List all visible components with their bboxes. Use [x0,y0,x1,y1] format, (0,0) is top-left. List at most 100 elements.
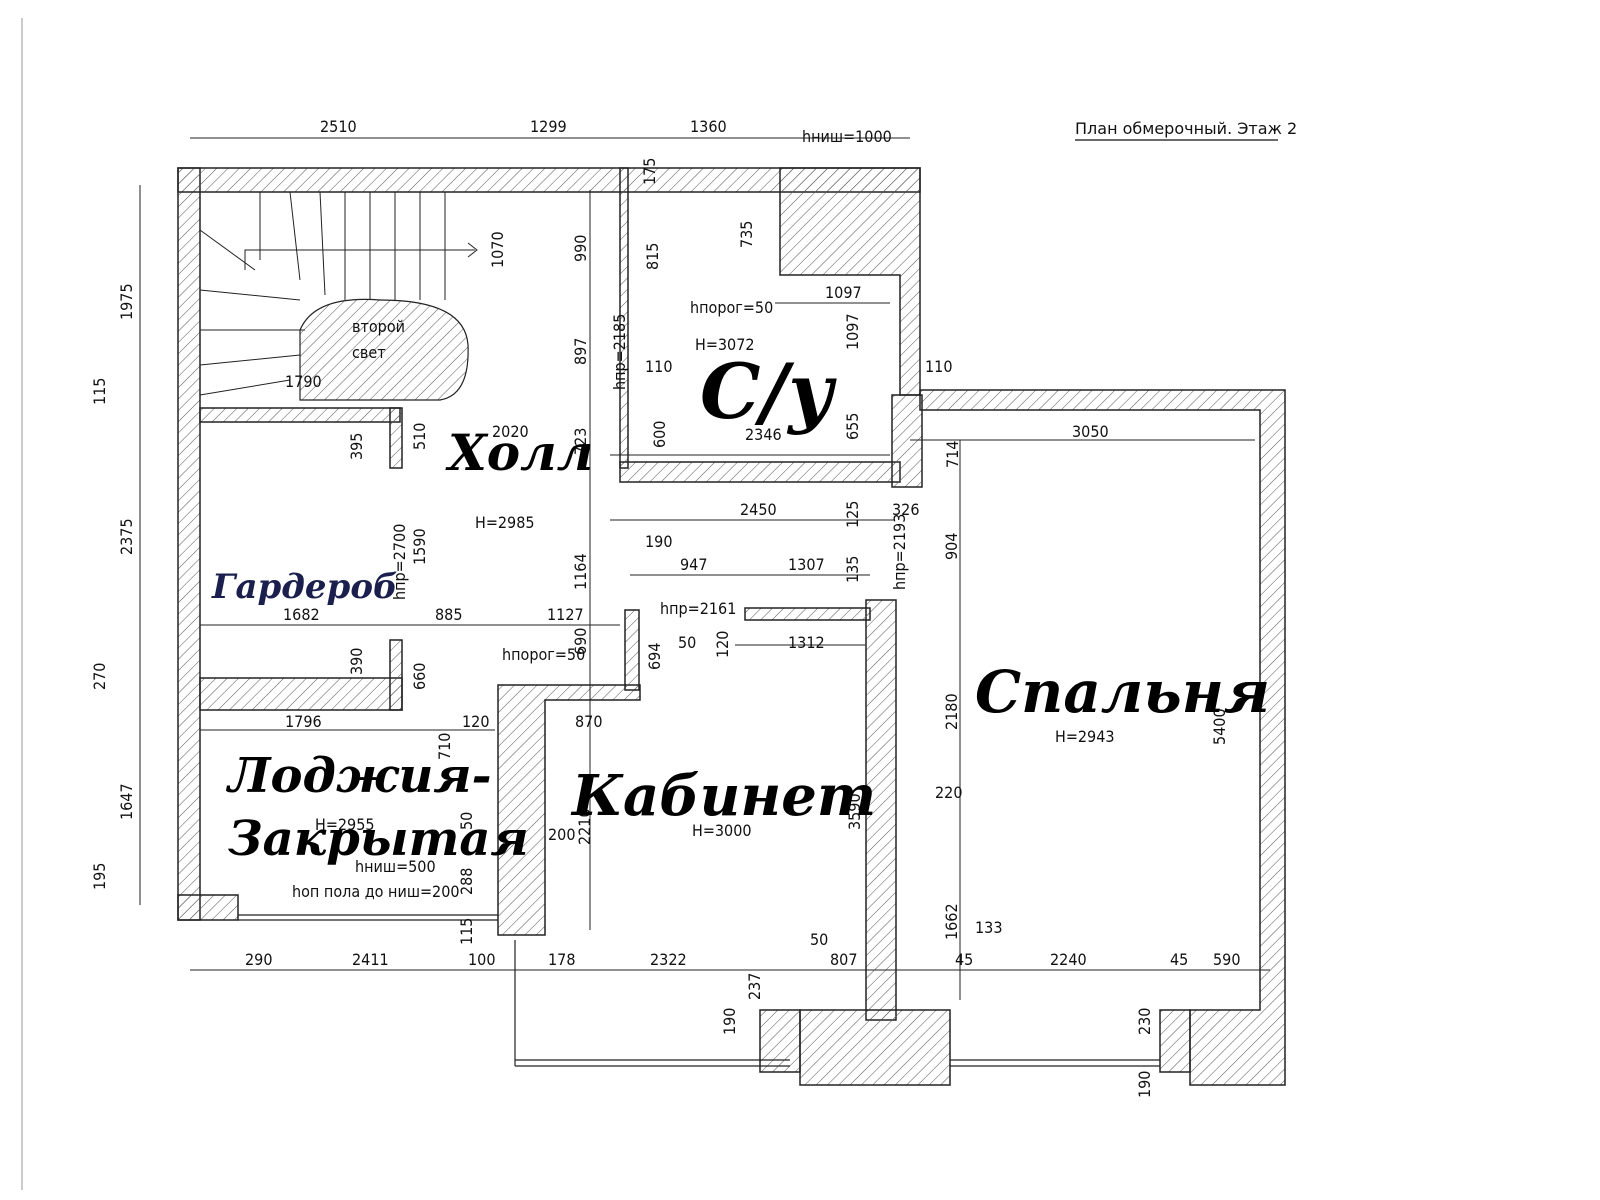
walls [177,167,1286,1086]
dim-inner: 175 [640,158,659,185]
threshold-loggia: hпорог=50 [502,645,585,664]
dim-inner: 230 [1135,1008,1154,1035]
dim-inner: 735 [737,221,756,248]
dim-inner: 2346 [745,425,782,444]
wall-bath-bottom [619,461,901,483]
hall-height: H=2985 [475,513,535,532]
dim-bottom-2: 2411 [352,950,389,969]
dim-inner: 510 [410,423,429,450]
plan-title: План обмерочный. Этаж 2 [1075,119,1297,138]
dim-inner: 237 [745,973,764,1000]
wall-stair-bottom [199,407,401,423]
dim-top-1: 2510 [320,117,357,136]
bath-height: H=3072 [695,335,755,354]
wall-bottom-mid [799,1009,951,1086]
room-label-bedroom: Спальня [975,658,1270,726]
dim-inner: 694 [645,643,664,670]
dim-inner: 390 [347,648,366,675]
dim-bottom-6: 807 [830,950,857,969]
dim-inner: 947 [680,555,707,574]
dim-inner: 2020 [492,422,529,441]
stair [199,191,478,396]
dim-inner: 1662 [942,903,961,940]
dim-inner: 904 [942,533,961,560]
dim-bottom-7: 45 [955,950,973,969]
dim-left-4: 270 [90,663,109,690]
dim-inner: 1312 [788,633,825,652]
dim-inner: 135 [843,556,862,583]
dim-inner: 1682 [283,605,320,624]
dim-bottom-10: 590 [1213,950,1240,969]
dim-inner: 200 [548,825,575,844]
second-light-void [299,298,469,401]
dim-inner: 2450 [740,500,777,519]
wall-stub-2 [389,639,403,711]
wall-study-top [744,607,871,621]
room-label-loggia-1: Лоджия- [225,748,492,804]
dim-inner: 50 [457,812,476,830]
dim-inner: 3050 [1072,422,1109,441]
dim-inner: 125 [843,501,862,528]
dim-inner: 1097 [843,313,862,350]
loggia-floor-height: hоп пола до ниш=200 [292,882,460,901]
dim-inner: 395 [347,433,366,460]
dim-bottom-3: 100 [468,950,495,969]
dim-inner: 1164 [571,553,590,590]
wall-left [177,167,201,921]
dim-inner: 220 [935,783,962,802]
study-door-height: hпр=2161 [660,599,736,618]
dim-inner: 110 [925,357,952,376]
dim-inner: 133 [975,918,1002,937]
dim-inner: 190 [1135,1071,1154,1098]
dim-inner: 1127 [547,605,584,624]
dim-top-3: 1360 [690,117,727,136]
wall-loggia-study [497,684,641,936]
second-light-label-1: второй [352,317,405,336]
dim-bottom-5: 2322 [650,950,687,969]
loggia-height: H=2955 [315,815,375,834]
wall-wardrobe-bottom [199,677,403,711]
dim-inner: 723 [571,428,590,455]
wall-loggia-corner [177,894,239,921]
wall-column [891,394,923,488]
dim-inner: 190 [720,1008,739,1035]
dim-inner: 710 [435,733,454,760]
dim-inner: 897 [571,338,590,365]
windows [238,914,1160,1067]
room-label-study: Кабинет [570,763,876,829]
dim-inner: 1307 [788,555,825,574]
wall-bottom-mid2 [759,1009,801,1073]
dim-inner: 1097 [825,283,862,302]
dim-inner: 110 [645,357,672,376]
dim-inner: 115 [457,918,476,945]
dim-inner: 1796 [285,712,322,731]
room-label-hall: Холл [445,423,593,482]
study-height: H=3000 [692,821,752,840]
dim-inner: 2210 [575,808,594,845]
sill-height-label: hниш=1000 [802,127,892,146]
dim-inner: 120 [713,631,732,658]
dim-inner: 600 [650,421,669,448]
dim-inner: 50 [810,930,828,949]
dim-bottom-1: 290 [245,950,272,969]
dim-bottom-9: 45 [1170,950,1188,969]
dim-inner: 714 [943,441,962,468]
dim-inner: 288 [457,868,476,895]
dim-inner: 655 [843,413,862,440]
dim-left-1: 1975 [117,283,136,320]
dim-inner: 885 [435,605,462,624]
dim-inner: 3590 [845,793,864,830]
room-label-bath: С/у [700,347,837,436]
dim-left-5: 1647 [117,783,136,820]
dim-inner: 1790 [285,372,322,391]
dim-left-2: 115 [90,378,109,405]
dim-inner: 190 [645,532,672,551]
second-light-label-2: свет [352,343,386,362]
dim-inner: 50 [678,633,696,652]
dim-bottom-4: 178 [548,950,575,969]
dim-inner: 815 [643,243,662,270]
dim-inner: 120 [462,712,489,731]
wall-bottom-right [1159,1009,1191,1073]
bath-door-height: hпр=2185 [610,314,629,390]
